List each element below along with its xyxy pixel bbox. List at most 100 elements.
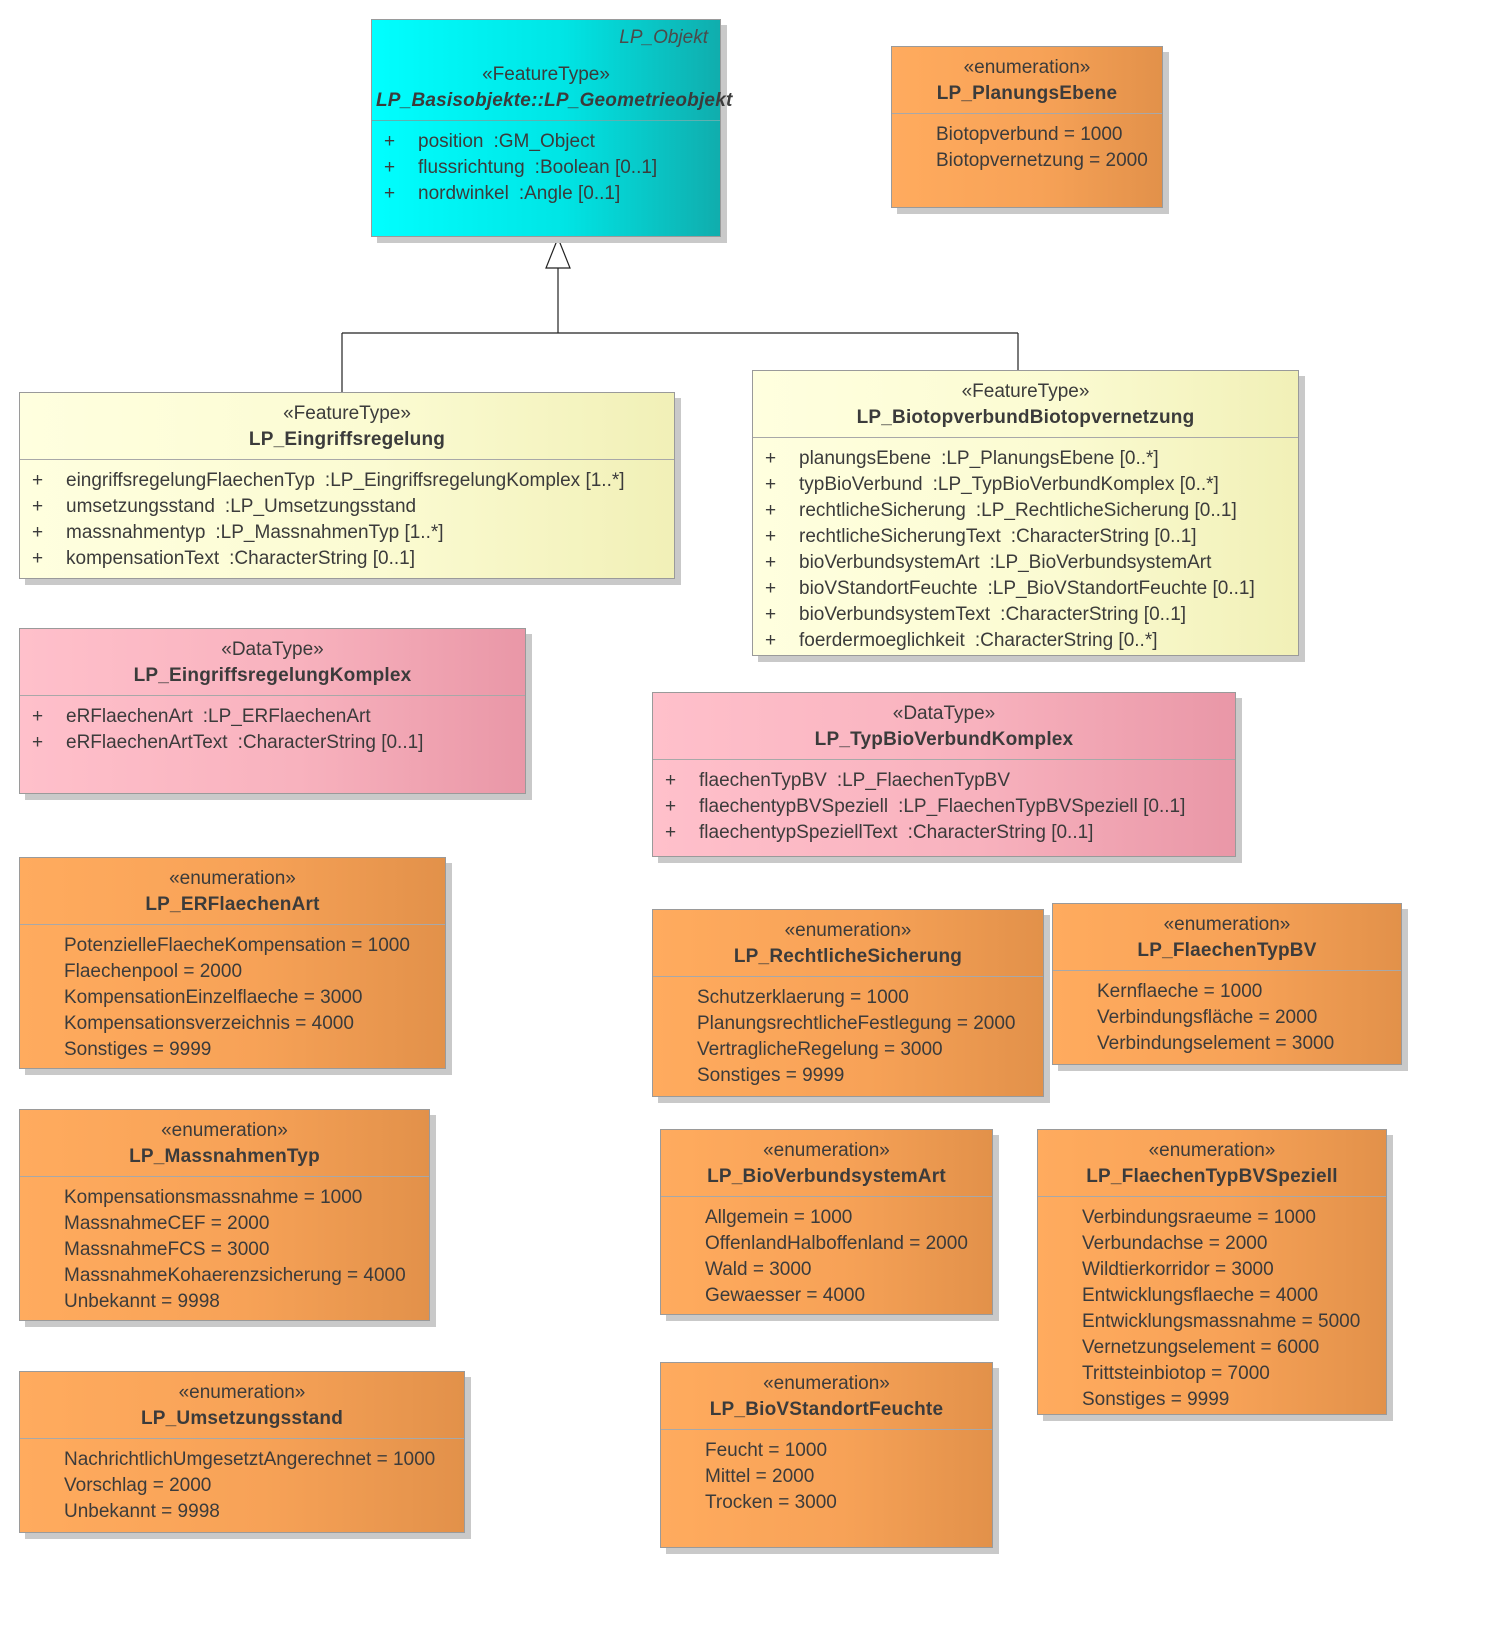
- attribute-type: :LP_EingriffsregelungKomplex [1..*]: [324, 470, 625, 491]
- class-name: LP_ERFlaechenArt: [145, 894, 320, 915]
- attribute-row: + position :GM_Object: [372, 129, 720, 155]
- attribute-type: :LP_BioVStandortFeuchte [0..1]: [987, 578, 1255, 599]
- enum-literal: Unbekannt = 9998: [64, 1291, 220, 1312]
- enum-lp-umsetzungsstand[interactable]: «enumeration» LP_Umsetzungsstand Nachric…: [19, 1371, 465, 1533]
- class-name: LP_TypBioVerbundKomplex: [814, 729, 1074, 750]
- enum-lp-biovstandortfeuchte[interactable]: «enumeration» LP_BioVStandortFeuchte Feu…: [660, 1362, 993, 1548]
- attribute-name: umsetzungsstand: [66, 496, 215, 517]
- class-header: «DataType» LP_TypBioVerbundKomplex: [653, 693, 1235, 760]
- enum-literal: PlanungsrechtlicheFestlegung = 2000: [697, 1013, 1016, 1034]
- class-header: «enumeration» LP_RechtlicheSicherung: [653, 910, 1043, 977]
- attribute-row: + rechtlicheSicherung :LP_RechtlicheSicher…: [753, 498, 1298, 524]
- enum-literal: Unbekannt = 9998: [64, 1501, 220, 1522]
- literal-list: NachrichtlichUmgesetztAngerechnet = 1000…: [20, 1439, 464, 1525]
- stereotype: «enumeration»: [178, 1382, 306, 1403]
- attribute-type: :LP_RechtlicheSicherung [0..1]: [975, 500, 1237, 521]
- class-header: LP_Objekt «FeatureType» LP_Basisobjekte:…: [372, 20, 732, 121]
- attribute-row: +foerdermoeglichkeit:CharacterString [0.…: [753, 628, 1298, 654]
- attribute-name: flussrichtung: [418, 157, 525, 178]
- enum-lp-flaechentypbvspeziell[interactable]: «enumeration» LP_FlaechenTypBVSpeziell V…: [1037, 1129, 1387, 1415]
- attribute-name: typBioVerbund: [799, 474, 923, 495]
- enum-literal: Verbundachse = 2000: [1082, 1233, 1268, 1254]
- attribute-name: position: [418, 131, 484, 152]
- visibility-marker: +: [765, 578, 777, 599]
- class-header: «FeatureType» LP_Eingriffsregelung: [20, 393, 674, 460]
- attribute-name: rechtlicheSicherungText: [799, 526, 1001, 547]
- attribute-type: :LP_Umsetzungsstand: [224, 496, 417, 517]
- attribute-row: +massnahmentyp:LP_MassnahmenTyp [1..*]: [20, 520, 674, 546]
- enum-literal: MassnahmeKohaerenzsicherung = 4000: [64, 1265, 406, 1286]
- stereotype: «enumeration»: [1148, 1140, 1276, 1161]
- attribute-list: +planungsEbene:LP_PlanungsEbene [0..*]+t…: [753, 438, 1298, 654]
- attribute-row: +flussrichtung:Boolean [0..1]: [372, 155, 720, 181]
- attribute-row: +umsetzungsstand:LP_Umsetzungsstand: [20, 494, 674, 520]
- package-label: LP_Objekt: [619, 27, 708, 48]
- visibility-marker: +: [665, 770, 677, 791]
- visibility-marker: +: [765, 604, 777, 625]
- class-header: «enumeration» LP_BioVerbundsystemArt: [661, 1130, 992, 1197]
- attribute-type: :CharacterString [0..1]: [1000, 604, 1187, 625]
- visibility-marker: +: [665, 796, 677, 817]
- attribute-type: :LP_ERFlaechenArt: [202, 706, 371, 727]
- attribute-list: +eingriffsregelungFlaechenTyp:LP_Eingrif…: [20, 460, 674, 572]
- enum-lp-massnahmentyp[interactable]: «enumeration» LP_MassnahmenTyp Kompensat…: [19, 1109, 430, 1321]
- attribute-type: :LP_BioVerbundsystemArt: [989, 552, 1212, 573]
- attribute-row: +bioVerbundsystemText:CharacterString [0…: [753, 602, 1298, 628]
- class-lp-eingriffsregelung[interactable]: «FeatureType» LP_Eingriffsregelung +eing…: [19, 392, 675, 579]
- attribute-name: eingriffsregelungFlaechenTyp: [66, 470, 315, 491]
- class-header: «FeatureType» LP_BiotopverbundBiotopvern…: [753, 371, 1298, 438]
- visibility-marker: +: [765, 526, 777, 547]
- stereotype: «FeatureType»: [283, 403, 411, 424]
- enum-literal: OffenlandHalboffenland = 2000: [705, 1233, 968, 1254]
- enum-lp-erflaechenart[interactable]: «enumeration» LP_ERFlaechenArt Potenziel…: [19, 857, 446, 1069]
- attribute-row: +flaechenTypBV:LP_FlaechenTypBV: [653, 768, 1235, 794]
- class-name: LP_BiotopverbundBiotopvernetzung: [856, 407, 1195, 428]
- enum-lp-planungsebene[interactable]: «enumeration» LP_PlanungsEbene Biotopver…: [891, 46, 1163, 208]
- enum-literal: Schutzerklaerung = 1000: [697, 987, 909, 1008]
- class-lp-biotopverbundbiotopvernetzung[interactable]: «FeatureType» LP_BiotopverbundBiotopvern…: [752, 370, 1299, 656]
- enum-literal: Kernflaeche = 1000: [1097, 981, 1263, 1002]
- class-header: «enumeration» LP_ERFlaechenArt: [20, 858, 445, 925]
- attribute-type: :GM_Object: [493, 131, 595, 152]
- attribute-row: +flaechentypBVSpeziell:LP_FlaechenTypBVS…: [653, 794, 1235, 820]
- attribute-name: rechtlicheSicherung: [799, 500, 966, 521]
- attribute-type: :CharacterString [0..1]: [229, 548, 416, 569]
- visibility-marker: +: [765, 448, 777, 469]
- class-name: LP_FlaechenTypBVSpeziell: [1086, 1166, 1338, 1187]
- attribute-list: +eRFlaechenArt:LP_ERFlaechenArt+eRFlaech…: [20, 696, 525, 756]
- enum-literal: Feucht = 1000: [705, 1440, 828, 1461]
- enum-literal: Kompensationsverzeichnis = 4000: [64, 1013, 354, 1034]
- datatype-lp-typbioverbundkomplex[interactable]: «DataType» LP_TypBioVerbundKomplex +flae…: [652, 692, 1236, 857]
- attribute-name: planungsEbene: [799, 448, 932, 469]
- class-lp-geometrieobjekt[interactable]: LP_Objekt «FeatureType» LP_Basisobjekte:…: [371, 19, 732, 237]
- enum-lp-rechtlichesicherung[interactable]: «enumeration» LP_RechtlicheSicherung Sch…: [652, 909, 1044, 1097]
- attribute-type: :LP_FlaechenTypBVSpeziell [0..1]: [898, 796, 1186, 817]
- enum-literal: PotenzielleFlaecheKompensation = 1000: [64, 935, 410, 956]
- visibility-marker: +: [384, 157, 396, 178]
- visibility-marker: +: [765, 630, 777, 651]
- attribute-type: :LP_MassnahmenTyp [1..*]: [215, 522, 444, 543]
- enum-literal: Verbindungselement = 3000: [1097, 1033, 1335, 1054]
- class-header: «enumeration» LP_BioVStandortFeuchte: [661, 1363, 992, 1430]
- visibility-marker: +: [384, 131, 396, 152]
- datatype-lp-eingriffsregelungkomplex[interactable]: «DataType» LP_EingriffsregelungKomplex +…: [19, 628, 526, 794]
- enum-literal: Wildtierkorridor = 3000: [1082, 1259, 1274, 1280]
- enum-lp-flaechentypbv[interactable]: «enumeration» LP_FlaechenTypBV Kernflaec…: [1052, 903, 1402, 1065]
- class-header: «enumeration» LP_Umsetzungsstand: [20, 1372, 464, 1439]
- attribute-row: +kompensationText:CharacterString [0..1]: [20, 546, 674, 572]
- enum-lp-bioverbundsystemart[interactable]: «enumeration» LP_BioVerbundsystemArt All…: [660, 1129, 993, 1315]
- class-name: LP_FlaechenTypBV: [1137, 940, 1317, 961]
- attribute-type: :CharacterString [0..1]: [907, 822, 1094, 843]
- attribute-name: bioVerbundsystemArt: [799, 552, 980, 573]
- class-name: LP_EingriffsregelungKomplex: [133, 665, 412, 686]
- visibility-marker: +: [765, 500, 777, 521]
- attribute-name: flaechentypSpeziellText: [699, 822, 898, 843]
- stereotype: «DataType»: [221, 639, 324, 660]
- stereotype: «DataType»: [892, 703, 996, 724]
- enum-literal: Vorschlag = 2000: [64, 1475, 212, 1496]
